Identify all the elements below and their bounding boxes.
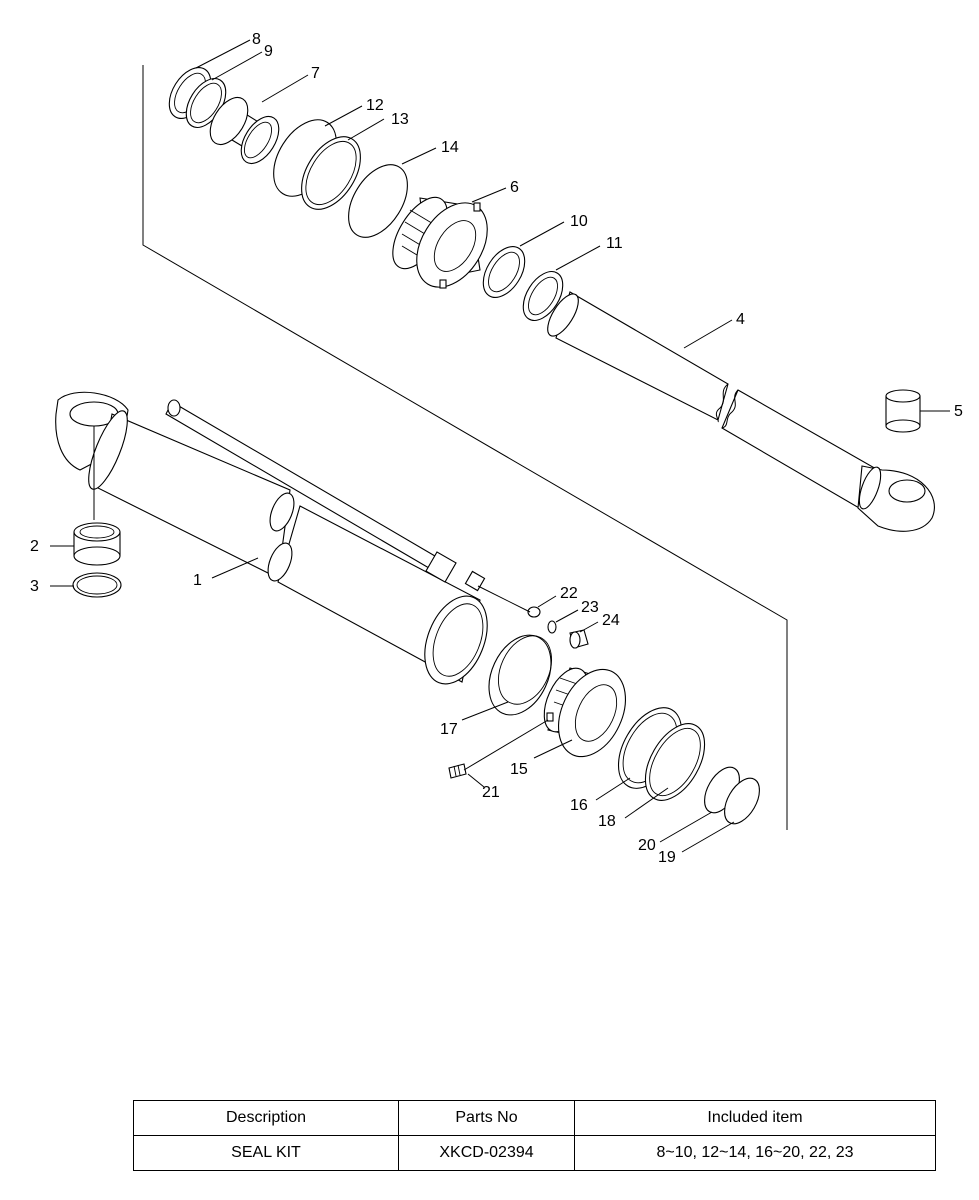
part-15-piston: [543, 667, 626, 758]
cell-included-item: 8~10, 12~14, 16~20, 22, 23: [574, 1135, 936, 1171]
header-included-item: Included item: [574, 1100, 936, 1136]
callout-14: 14: [441, 139, 459, 156]
parts-table: Description Parts No Included item SEAL …: [133, 1100, 936, 1171]
part-2-bushing: [73, 522, 121, 566]
callout-15: 15: [510, 761, 528, 778]
part-17-wear-ring: [488, 634, 552, 716]
callout-16: 16: [570, 797, 588, 814]
callout-3: 3: [30, 578, 39, 595]
table-header-row: Description Parts No Included item: [133, 1100, 936, 1136]
part-24-plug: [569, 629, 589, 649]
callout-17: 17: [440, 721, 458, 738]
header-description: Description: [133, 1100, 399, 1136]
callout-leaders: [50, 39, 950, 853]
callout-19: 19: [658, 849, 676, 866]
part-4-piston-rod: [547, 291, 935, 532]
cell-description: SEAL KIT: [133, 1135, 399, 1171]
table-row: SEAL KIT XKCD-02394 8~10, 12~14, 16~20, …: [133, 1135, 936, 1171]
rod-side-group: [142, 65, 935, 830]
callout-7: 7: [311, 65, 320, 82]
part-6-gland: [392, 196, 488, 289]
callout-20: 20: [638, 837, 656, 854]
cell-parts-no: XKCD-02394: [398, 1135, 575, 1171]
part-19-o-ring: [724, 777, 760, 825]
callout-2: 2: [30, 538, 39, 555]
part-22-o-ring: [527, 606, 541, 618]
callout-22: 22: [560, 585, 578, 602]
part-14-o-ring: [348, 164, 408, 238]
part-23-o-ring: [547, 620, 557, 634]
callout-6: 6: [510, 179, 519, 196]
part-10-ring: [482, 246, 526, 298]
callout-18: 18: [598, 813, 616, 830]
header-parts-no: Parts No: [398, 1100, 575, 1136]
tube-side-group: [55, 391, 760, 825]
callout-10: 10: [570, 213, 588, 230]
part-21-set-screw: [448, 763, 467, 779]
callout-13: 13: [391, 111, 409, 128]
callout-21: 21: [482, 784, 500, 801]
part-13-seal: [301, 136, 361, 210]
part-3-snap-ring: [72, 572, 122, 598]
callout-5: 5: [954, 403, 963, 420]
callout-23: 23: [581, 599, 599, 616]
part-1-cylinder-tube: [55, 391, 488, 685]
callout-9: 9: [264, 43, 273, 60]
callout-11: 11: [606, 235, 623, 252]
group-bracket-line: [142, 65, 788, 830]
callout-24: 24: [602, 612, 620, 629]
callout-4: 4: [736, 311, 745, 328]
part-7-bushing: [209, 97, 280, 164]
part-5-bushing: [885, 389, 921, 433]
callout-numbers: 8 9 7 12 13 14 6 10 11 4 5 2 3 1 22 23 2…: [30, 31, 963, 866]
callout-12: 12: [366, 97, 384, 114]
part-11-snap-ring: [522, 271, 564, 321]
callout-8: 8: [252, 31, 261, 48]
callout-1: 1: [193, 572, 202, 589]
